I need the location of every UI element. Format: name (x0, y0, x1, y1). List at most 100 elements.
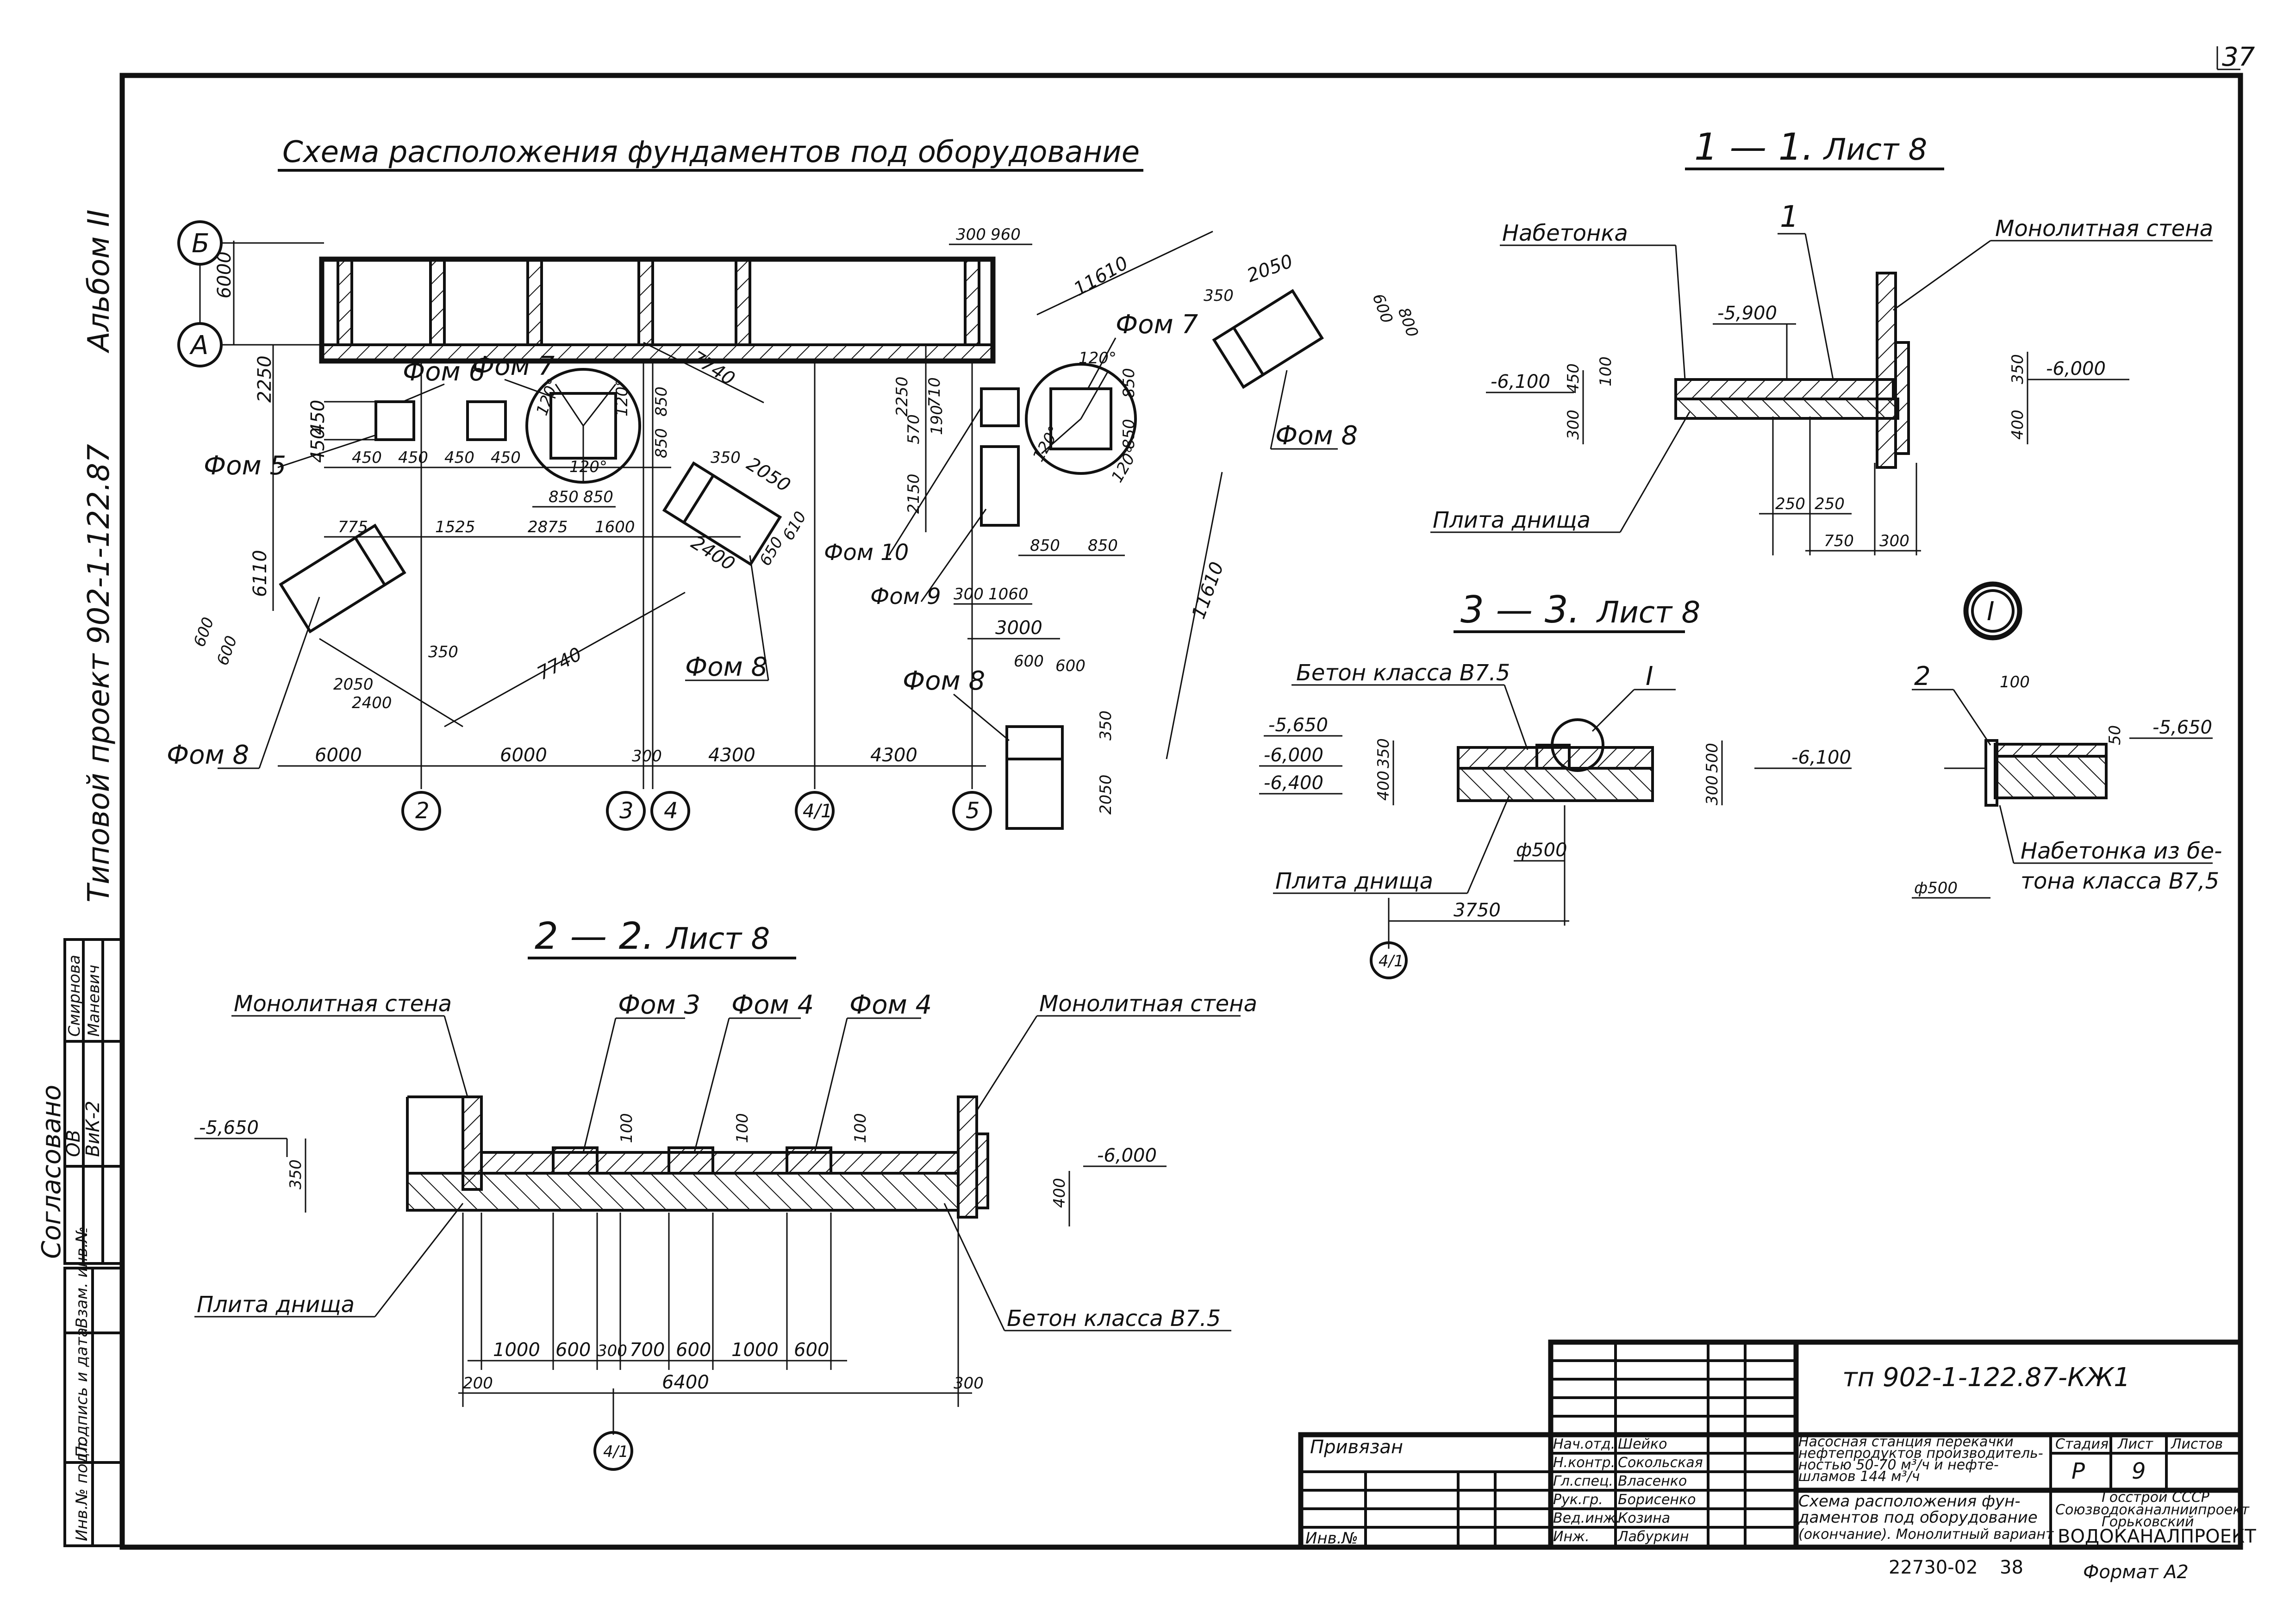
label-fom6: Фом 6 (403, 357, 485, 387)
tb-desc1-3: шламов 144 м³/ч (1798, 1468, 1920, 1485)
dim-2050-mid: 2050 (743, 453, 794, 496)
sec22-dim-6400: 6400 (662, 1372, 709, 1393)
dim-11610-top: 11610 (1070, 252, 1132, 300)
tb-desc1-2: ностью 50-70 м³/ч и нефте- (1798, 1457, 1999, 1473)
label-fom9: Фом 9 (870, 584, 941, 610)
axis-5-label: 5 (966, 798, 980, 824)
sec33-sheet: Лист 8 (1596, 596, 1700, 630)
sec22-dim-100b: 100 (733, 1113, 752, 1143)
sec22-fom3-block (552, 1146, 599, 1175)
tb-h-sheet: Лист (2117, 1436, 2154, 1452)
tb-h-stage: Стадия (2055, 1436, 2109, 1452)
dim-2150: 2150 (905, 473, 923, 514)
sec22-dim-100a: 100 (618, 1113, 636, 1143)
sec22-level-6000: -6,000 (1097, 1145, 1157, 1166)
node-i-pipe (1984, 739, 1998, 807)
angle-120-c: 120° (613, 379, 631, 417)
dim-b-350: 350 (428, 643, 458, 661)
sec33-slab (1457, 767, 1654, 802)
tb-desc2-1: даментов под оборудование (1798, 1508, 2038, 1527)
page-number: 37 (2222, 42, 2255, 72)
dim-190: 190 (928, 405, 946, 435)
stamp-inv-label: Инв.№ подл. (73, 1437, 91, 1541)
tb-org2: Союзводоканалниипроект (2055, 1502, 2250, 1518)
soglasovano-label: Согласовано (37, 1085, 67, 1259)
sec11-title: 1 — 1. (1694, 125, 1814, 168)
dim-r1-5: 850 (583, 488, 613, 506)
sec11-dim-450: 450 (1564, 363, 1583, 393)
dim-570: 570 (905, 414, 923, 444)
sec33-dim-400: 400 (1374, 771, 1393, 801)
sec11-mark: 1 (1780, 200, 1799, 234)
node-i-level: -5,650 (2152, 717, 2212, 738)
label-fom8-mid: Фом 8 (685, 652, 767, 682)
sec22-wall-right-body (957, 1095, 978, 1219)
label-fom8-left: Фом 8 (167, 740, 249, 770)
sec22-dim-1000a: 1000 (493, 1339, 540, 1361)
sec11-dim-250a: 250 (1775, 495, 1805, 513)
dim-axis-6000-a: 6000 (315, 745, 362, 766)
label-fom10: Фом 10 (824, 540, 909, 566)
sec33-pipe (1535, 744, 1571, 770)
dim-850-r-c: 850 (1030, 536, 1060, 555)
dim-r1-7: 850 (652, 428, 671, 458)
section-1-1: 1 — 1. Лист 8 Набетонка 1 Монолитная сте… (1430, 125, 2213, 555)
foundation-fom9 (980, 445, 1020, 527)
dim-600-left-b: 600 (213, 633, 241, 668)
sec33-concrete: Бетон класса В7.5 (1296, 660, 1510, 686)
section-2-2: 2 — 2. Лист 8 Монолитная стена Монолитна… (194, 915, 1257, 1471)
dim-1060: 1060 (988, 585, 1029, 604)
sec11-wall-body (1876, 272, 1897, 469)
sec22-dim-100c: 100 (851, 1113, 870, 1143)
sec22-sheet: Лист 8 (666, 922, 770, 956)
ov-label: ОВ (63, 1130, 84, 1157)
section-3-3: 3 — 3. Лист 8 Бетон класса В7.5 I -5,650… (1259, 588, 1852, 979)
sec22-fom4b-block (786, 1146, 832, 1175)
sec22-fom4a: Фом 4 (731, 990, 814, 1020)
sec33-axis-label: 4/1 (1379, 952, 1404, 971)
node-i-dim-100: 100 (2000, 673, 2030, 691)
dim-300-top: 300 (956, 225, 986, 244)
dim-450-left-b: 450 (307, 428, 329, 463)
sec11-level-5900: -5,900 (1717, 303, 1777, 324)
tb-archive: 22730-02 (1889, 1557, 1978, 1578)
tb-role-1: Н.контр. (1553, 1455, 1615, 1471)
sheet-title: Схема расположения фундаментов под обору… (282, 135, 1140, 169)
node-i-diam: ф500 (1914, 879, 1958, 897)
sec11-wall: Монолитная стена (1995, 216, 2213, 242)
axis-3-bubble (606, 791, 646, 831)
sec11-dim-250b: 250 (1815, 495, 1845, 513)
tb-desc1-1: нефтепродуктов производитель- (1798, 1445, 2043, 1462)
left-side-block: Альбом II Типовой проект 902-1-122.87 Со… (37, 210, 124, 1547)
tb-desc2-2: (окончание). Монолитный вариант (1798, 1526, 2054, 1543)
sec22-wall-right: Монолитная стена (1039, 991, 1257, 1017)
tb-sheet: 9 (2132, 1458, 2146, 1484)
sec33-level-6000: -6,000 (1264, 745, 1323, 766)
sec11-nabetonka-layer (1674, 378, 1895, 400)
sec33-level-6100: -6,100 (1791, 747, 1851, 768)
angle-120-e: 120° (1029, 423, 1064, 465)
dim-710: 710 (925, 377, 944, 407)
label-fom7-left: Фом 7 (472, 351, 555, 381)
dim-600-left-a: 600 (190, 615, 218, 649)
sec33-dim-500: 500 (1703, 743, 1722, 773)
node-i-note2: тона класса В7,5 (2021, 868, 2219, 894)
stamp-vzam-label: Взам. инв.№ (73, 1226, 91, 1328)
dim-b-2400: 2400 (352, 694, 392, 712)
dim-600-lr-a: 600 (1014, 652, 1044, 671)
title-block: Привязан Инв.№ Нач.отд. Н.контр. Гл.спец… (1298, 1339, 2256, 1583)
tb-name-3: Борисенко (1618, 1492, 1696, 1508)
tb-archive-sheet: 38 (2000, 1557, 2023, 1578)
sec33-top-layer (1457, 746, 1654, 770)
sec11-slab (1674, 398, 1899, 420)
axis-a-label: А (189, 330, 208, 361)
tb-role-2: Гл.спец. (1553, 1473, 1613, 1489)
foundation-fom5 (374, 400, 415, 441)
dim-2250-left: 2250 (254, 355, 275, 403)
sec22-slab (406, 1172, 960, 1212)
dim-3000: 3000 (995, 617, 1042, 639)
axis-5-bubble (952, 791, 992, 831)
sec22-dim-600a: 600 (555, 1339, 591, 1361)
dim-11610-right: 11610 (1188, 559, 1228, 622)
node-i-dim-50: 50 (2106, 725, 2124, 745)
